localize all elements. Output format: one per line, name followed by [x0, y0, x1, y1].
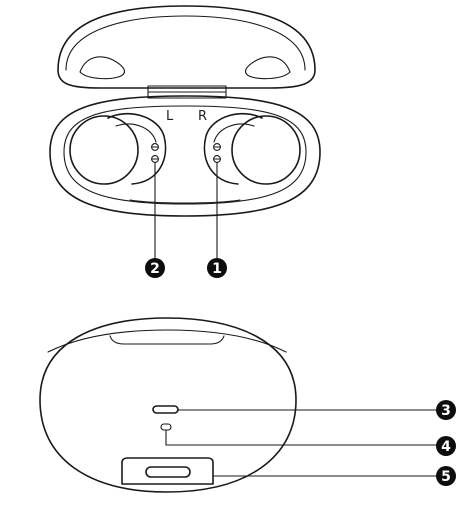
case-base [49, 95, 321, 217]
case-hinge [147, 85, 227, 99]
callout-1: 1 [207, 258, 227, 278]
right-slot-label: R [198, 109, 207, 124]
right-earbud [203, 112, 301, 185]
callout-2: 2 [145, 258, 165, 278]
callout-4-leader [165, 429, 437, 446]
open-case-view: L R 2 1 [49, 5, 321, 278]
svg-text:2: 2 [150, 261, 160, 277]
usb-c-port [121, 457, 214, 485]
svg-text:1: 1 [212, 261, 222, 277]
left-earbud [69, 112, 167, 185]
reset-hole [160, 423, 172, 431]
case-lid [57, 5, 316, 89]
callout-4: 4 [436, 436, 456, 456]
svg-text:3: 3 [441, 403, 451, 419]
left-slot-label: L [166, 109, 174, 124]
closed-case-view: 3 4 5 [39, 317, 456, 493]
callout-3: 3 [436, 400, 456, 420]
svg-text:4: 4 [441, 439, 451, 455]
status-led [152, 405, 179, 414]
svg-text:5: 5 [441, 469, 451, 485]
callout-5: 5 [436, 466, 456, 486]
